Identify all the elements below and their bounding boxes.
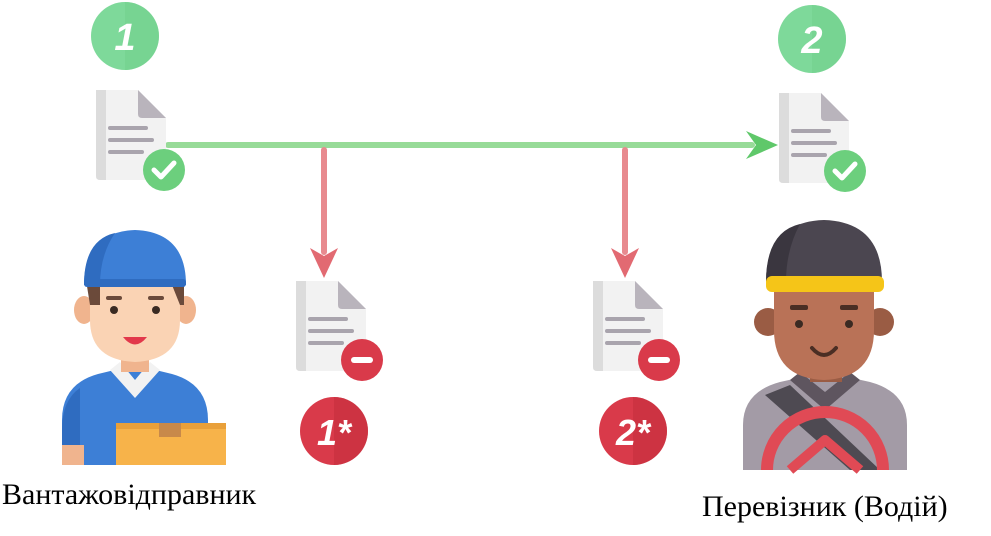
carrier-label: Перевізник (Водій): [702, 490, 948, 523]
svg-text:2: 2: [800, 20, 822, 62]
sender-label: Вантажовідправник: [2, 478, 257, 511]
transfer-arrow: [165, 131, 778, 159]
reject-arrow-1: [310, 147, 338, 278]
carrier-document-check-icon: [779, 93, 866, 192]
svg-text:2*: 2*: [615, 412, 652, 453]
carrier-driver-person-icon: [743, 220, 907, 474]
rejected-document-1-minus-icon: [296, 281, 383, 381]
reject-arrow-2: [611, 147, 639, 278]
step-badge-1: 1: [91, 2, 159, 70]
step-badge-2: 2: [778, 5, 846, 73]
svg-text:1: 1: [114, 17, 135, 59]
reject-badge-1: 1*: [300, 397, 368, 465]
sender-courier-person-icon: [62, 230, 226, 465]
rejected-document-2-minus-icon: [593, 281, 680, 381]
svg-text:1*: 1*: [317, 412, 353, 453]
reject-badge-2: 2*: [599, 397, 667, 465]
sender-document-check-icon: [96, 90, 185, 191]
